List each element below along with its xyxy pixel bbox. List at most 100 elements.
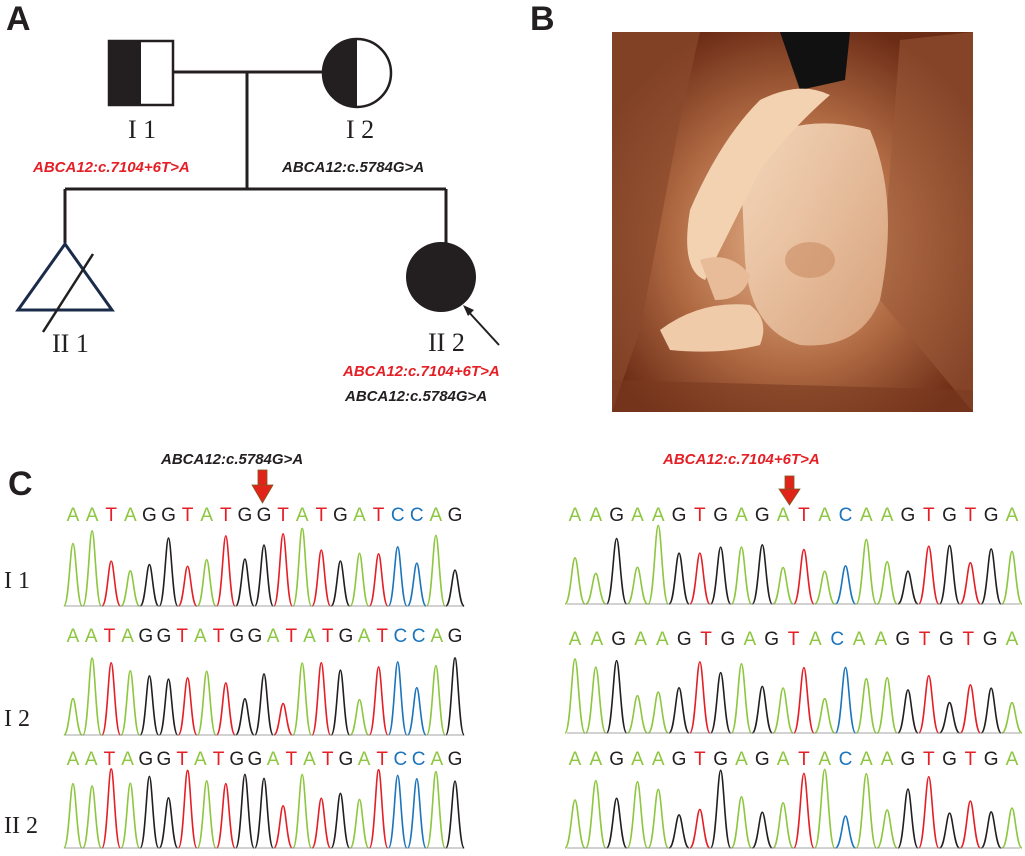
left-ii2-trace-peak xyxy=(349,798,370,849)
individual-i2-circle xyxy=(321,37,393,109)
left-i2-trace-peak xyxy=(406,686,427,736)
left-i1-seq-base: T xyxy=(315,505,327,526)
left-i2-trace-peak xyxy=(158,678,179,736)
left-i1-seq-base: G xyxy=(238,505,253,526)
left-variant-title: ABCA12:c.5784G>A xyxy=(160,451,303,468)
right-i2-seq-base: G xyxy=(611,629,626,650)
right-i2-seq-base: A xyxy=(1006,629,1019,650)
right-i2-seq-base: A xyxy=(569,629,582,650)
right-ii2-seq-base: T xyxy=(965,749,977,770)
variant-paternal: ABCA12:c.7104+6T>A xyxy=(32,159,190,176)
right-i2-trace-peak xyxy=(709,671,732,734)
left-i1-trace-peak xyxy=(254,544,274,607)
left-i2-trace-peak xyxy=(82,657,103,736)
right-ii2-seq-base: G xyxy=(984,749,999,770)
right-ii2-trace-peak xyxy=(585,779,607,849)
right-ii2-seq-base: A xyxy=(881,749,894,770)
right-i2-seq-base: T xyxy=(919,629,931,650)
left-i2-seq-base: A xyxy=(430,626,443,647)
left-ii2-seq-base: G xyxy=(248,749,263,770)
left-i1-seq-base: G xyxy=(448,505,463,526)
proband-variant-2: ABCA12:c.5784G>A xyxy=(344,388,487,405)
right-i1-seq-base: A xyxy=(860,505,873,526)
right-i1-trace-peak xyxy=(626,566,649,605)
left-i2-trace-peak xyxy=(292,662,313,736)
right-i2-trace-peak xyxy=(793,666,815,734)
left-i2-trace-peak xyxy=(273,702,294,736)
left-ii2-seq-base: G xyxy=(157,749,172,770)
left-i2-trace-peak xyxy=(387,661,408,736)
right-ii2-seq-base: G xyxy=(672,749,687,770)
left-i1-trace-peak xyxy=(425,534,446,607)
right-ii2-seq-base: G xyxy=(609,749,624,770)
right-ii2-seq-base: T xyxy=(923,749,935,770)
right-ii2-trace-peak xyxy=(855,772,878,849)
left-i2-trace-peak xyxy=(254,673,274,736)
left-ii2-trace-peak xyxy=(445,780,465,849)
right-ii2-trace-peak xyxy=(959,800,982,849)
right-ii2-seq-base: T xyxy=(798,749,810,770)
right-i2-seq-base: G xyxy=(721,629,736,650)
right-i1-seq-base: G xyxy=(942,505,957,526)
left-ii2-seq-base: G xyxy=(448,749,463,770)
right-ii2-trace-peak xyxy=(793,772,815,849)
left-i2-seq-base: A xyxy=(121,626,134,647)
left-i1-trace-peak xyxy=(273,533,294,607)
left-ii2-seq-base: T xyxy=(285,749,297,770)
left-i1-trace-peak xyxy=(63,542,83,607)
individual-ii2-label: II 2 xyxy=(428,328,465,357)
right-ii2-trace-peak xyxy=(605,797,628,849)
left-ii2-trace-peak xyxy=(254,777,274,849)
right-i2-trace-peak xyxy=(834,666,857,734)
left-i1-trace-peak xyxy=(292,527,313,607)
left-i1-seq-base: G xyxy=(142,505,157,526)
right-i2-seq-base: C xyxy=(830,629,844,650)
left-ii2-trace-peak xyxy=(330,792,351,849)
right-i1-seq-base: A xyxy=(735,505,748,526)
left-i1-seq-base: T xyxy=(277,505,289,526)
right-ii2-trace-peak xyxy=(980,811,1002,849)
right-i1-seq-base: T xyxy=(965,505,977,526)
right-i2-trace-peak xyxy=(751,685,774,734)
right-variant-arrow xyxy=(778,475,801,506)
left-i2-seq-base: C xyxy=(412,626,426,647)
left-ii2-trace-peak xyxy=(101,768,122,849)
variant-maternal: ABCA12:c.5784G>A xyxy=(281,159,424,176)
right-i1-trace-peak xyxy=(585,572,607,605)
left-i2-trace-peak xyxy=(215,682,236,736)
left-ii2-seq-base: G xyxy=(338,749,353,770)
right-ii2-trace-peak xyxy=(647,788,670,849)
left-i2-seq-base: T xyxy=(376,626,388,647)
left-i1-seq-base: T xyxy=(105,505,117,526)
left-i2-seq-base: G xyxy=(248,626,263,647)
right-ii2-seq-base: G xyxy=(755,749,770,770)
right-ii2-trace-peak xyxy=(772,802,794,849)
left-i1-trace-peak xyxy=(311,549,332,607)
left-i2-seq-base: A xyxy=(194,626,207,647)
left-i2-seq-base: A xyxy=(358,626,371,647)
left-ii2-trace-peak xyxy=(215,782,236,849)
right-i1-seq-base: G xyxy=(901,505,916,526)
individual-i1-square xyxy=(107,39,175,107)
right-i2-seq-base: T xyxy=(700,629,712,650)
left-ii2-trace-peak xyxy=(63,782,83,849)
right-i2-trace-peak xyxy=(626,694,649,734)
individual-ii2-circle xyxy=(406,242,476,312)
right-i2-seq-base: G xyxy=(895,629,910,650)
right-i1-seq-base: A xyxy=(569,505,582,526)
left-ii2-seq-base: A xyxy=(85,749,98,770)
left-i2-trace-peak xyxy=(368,666,389,736)
right-i2-seq-base: A xyxy=(875,629,888,650)
left-ii2-trace-peak xyxy=(234,773,255,849)
right-i2-trace-peak xyxy=(813,697,836,734)
left-i1-seq-base: G xyxy=(257,505,272,526)
right-i1-trace-peak xyxy=(730,546,753,605)
individual-i1-label: I 1 xyxy=(128,115,156,144)
left-i1-trace-peak xyxy=(445,569,465,607)
left-ii2-trace-peak xyxy=(82,785,103,849)
left-i1-trace-peak xyxy=(120,569,141,607)
right-ii2-trace-peak xyxy=(564,799,586,849)
left-i2-seq-base: A xyxy=(67,626,80,647)
right-i1-trace-peak xyxy=(668,552,690,605)
left-ii2-seq-base: A xyxy=(267,749,280,770)
